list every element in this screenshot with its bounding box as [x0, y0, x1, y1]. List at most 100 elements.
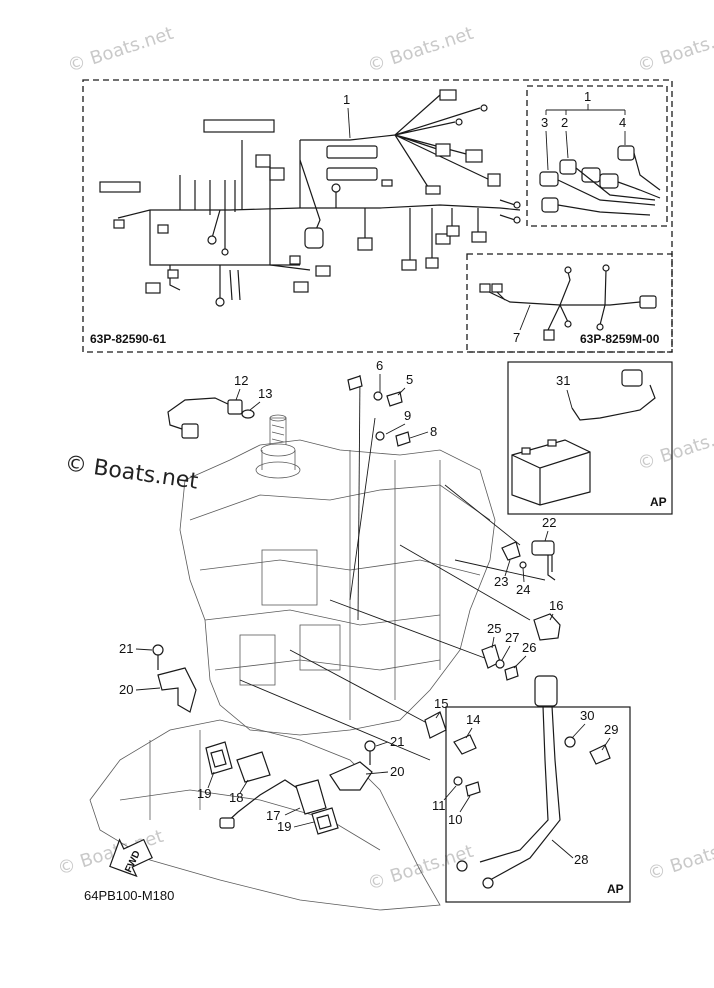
callout-15: 15: [434, 696, 448, 711]
battery-cable-ap-panel: 28 AP 30 29: [445, 675, 631, 903]
harness-connector: [145, 282, 161, 294]
sensor-lead: [167, 397, 231, 431]
battery-ap-panel: 31 AP: [507, 361, 673, 515]
terminal: [455, 118, 463, 126]
ap-label-battery: AP: [650, 495, 667, 509]
callout-28: 28: [574, 852, 588, 867]
callout-10: 10: [448, 812, 462, 827]
connector-detail-panel: 1 3 2 4: [526, 85, 668, 227]
sensor-connector: [541, 197, 559, 213]
fwd-arrow-icon: [109, 838, 153, 878]
harness-connector: [425, 257, 439, 269]
watermark-text: © Boats.net: [365, 23, 476, 77]
harness-connector: [543, 329, 555, 341]
callout-2: 2: [561, 115, 568, 130]
callout-31: 31: [556, 373, 570, 388]
sensor: [533, 613, 561, 641]
rectifier: [236, 751, 271, 783]
battery-cable-connector: [621, 369, 643, 387]
terminal: [480, 104, 488, 112]
harness-connector: [157, 224, 169, 234]
screw: [519, 561, 527, 569]
callout-20-right: 20: [390, 764, 404, 779]
callout-19-lower: 19: [277, 819, 291, 834]
harness-connector: [471, 231, 487, 243]
sensor-connector: [599, 173, 619, 189]
sensor-connector: [181, 423, 199, 439]
battery-terminal: [521, 447, 531, 455]
battery-ap-frame: [507, 361, 673, 515]
harness-connector: [439, 89, 457, 101]
callout-14: 14: [466, 712, 480, 727]
harness-connector: [315, 265, 331, 277]
terminal: [602, 264, 610, 272]
watermark-text: © Boats.net: [65, 23, 176, 77]
harness-connector: [491, 283, 503, 293]
cable-ring-terminal: [456, 860, 468, 872]
sensor-connector: [539, 171, 559, 187]
callout-9: 9: [404, 408, 411, 423]
harness-connector: [487, 173, 501, 187]
harness-connector: [357, 237, 373, 251]
terminal: [207, 235, 217, 245]
ecm-connector-a: [326, 145, 378, 159]
battery: [511, 439, 591, 506]
harness-connector: [639, 295, 657, 309]
battery-terminal: [547, 439, 557, 447]
callout-13: 13: [258, 386, 272, 401]
clip: [347, 375, 363, 391]
bolt: [589, 744, 611, 765]
temperature-sensor: [227, 399, 243, 415]
callout-16: 16: [549, 598, 563, 613]
terminal: [513, 216, 521, 224]
washer: [495, 659, 505, 669]
callout-21-left: 21: [119, 641, 133, 656]
bolt: [386, 391, 403, 407]
sensor: [531, 540, 555, 556]
harness-connector: [269, 167, 285, 181]
cable-ring-terminal: [482, 877, 494, 889]
sensor: [453, 734, 477, 755]
bolt-head: [364, 740, 376, 752]
terminal: [221, 248, 229, 256]
callout-19-upper: 19: [197, 786, 211, 801]
callout-6: 6: [376, 358, 383, 373]
callout-1-detail: 1: [584, 89, 591, 104]
terminal: [564, 266, 572, 274]
engine-module-box: [261, 549, 318, 606]
cable-boot: [534, 675, 558, 707]
engine-module-box: [239, 634, 276, 686]
multi-pin-connector: [99, 181, 141, 193]
harness-connector: [381, 179, 393, 187]
washer: [564, 736, 576, 748]
harness-part-code-sub: 63P-8259M-00: [580, 332, 660, 346]
harness-connector: [167, 269, 179, 279]
engine-module-box: [299, 624, 341, 671]
washer: [375, 431, 385, 441]
bracket: [329, 761, 373, 791]
callout-4: 4: [619, 115, 626, 130]
harness-connector: [255, 154, 271, 168]
harness-connector: [446, 225, 460, 237]
terminal: [215, 297, 225, 307]
callout-29: 29: [604, 722, 618, 737]
washer: [453, 776, 463, 786]
main-harness-dashed-frame: [82, 79, 673, 353]
sub-harness-panel: 7 63P-8259M-00: [466, 253, 673, 353]
harness-part-code-main: 63P-82590-61: [90, 332, 166, 346]
regulator: [295, 779, 327, 815]
main-multi-pin-connector: [203, 119, 275, 133]
callout-5: 5: [406, 372, 413, 387]
callout-26: 26: [522, 640, 536, 655]
lead-connector: [219, 817, 235, 829]
callout-18: 18: [229, 790, 243, 805]
callout-22: 22: [542, 515, 556, 530]
harness-connector: [113, 219, 125, 229]
grommet: [424, 711, 447, 739]
battery-cable-ap-frame: [445, 706, 631, 903]
drawing-code: 64PB100-M180: [84, 888, 174, 903]
callout-21-right: 21: [390, 734, 404, 749]
sub-harness-dashed-frame: [466, 253, 673, 353]
harness-connector: [304, 227, 324, 249]
